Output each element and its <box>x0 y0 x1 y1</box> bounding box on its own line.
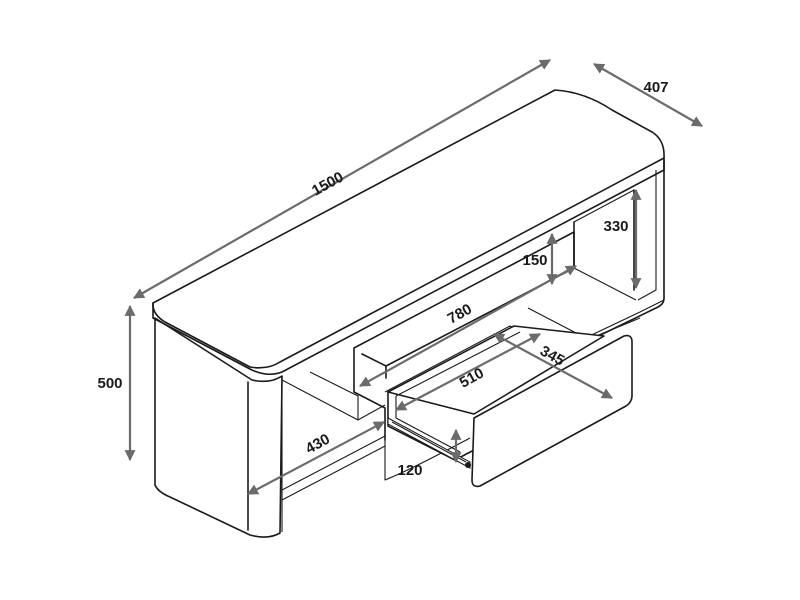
label-overall-depth: 407 <box>643 79 668 96</box>
label-side-opening: 330 <box>603 218 628 235</box>
label-shelf-height: 150 <box>522 252 547 269</box>
label-overall-height: 500 <box>97 375 122 392</box>
dim-line-side-depth <box>247 421 385 495</box>
drawer-runner <box>387 417 471 469</box>
drawer-side <box>387 391 475 461</box>
right-divider <box>573 189 635 291</box>
left-compartment <box>281 371 386 421</box>
label-drawer-height: 120 <box>397 462 422 479</box>
top-slab <box>152 89 665 369</box>
dim-line-overall-depth <box>593 63 703 127</box>
right-side-inner <box>637 170 657 301</box>
label-side-depth: 430 <box>303 431 333 458</box>
top-slab-front-thickness <box>152 157 665 376</box>
right-side-panel <box>579 159 665 346</box>
dim-line-drawer-width <box>395 333 541 411</box>
dimension-lines <box>124 59 703 495</box>
right-shelf <box>573 189 635 223</box>
dim-line-overall-width <box>133 59 551 299</box>
label-overall-width: 1500 <box>309 169 346 200</box>
